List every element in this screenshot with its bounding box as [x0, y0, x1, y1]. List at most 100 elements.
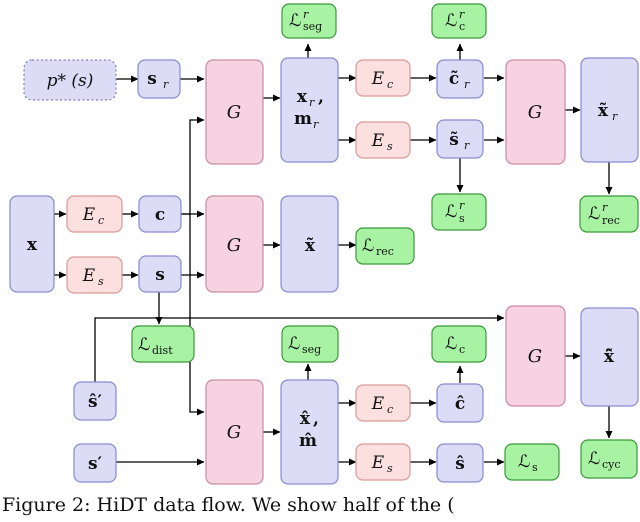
- xr-comma: ,: [318, 87, 324, 107]
- s-hat-label: ŝ: [455, 454, 465, 474]
- generator-mid-label: G: [227, 235, 241, 256]
- loss-c-r-sup: r: [459, 8, 465, 21]
- ec-bottom-sub: c: [387, 403, 393, 416]
- c-tilde-r-label: c̃: [449, 69, 459, 89]
- loss-c-sub: c: [459, 343, 465, 356]
- generator-bottom-label: G: [227, 422, 241, 443]
- generator-top-label: G: [227, 102, 241, 123]
- loss-dist-L: ℒ: [138, 335, 150, 355]
- mr-sub: r: [313, 118, 319, 131]
- input-x-node: x: [9, 195, 55, 293]
- generator-top-node: G: [205, 59, 264, 165]
- x-tilde-hat-label: x̂̃: [604, 347, 615, 367]
- c-tilde-r-sub: r: [464, 78, 470, 91]
- ec-top-sub: c: [387, 78, 393, 91]
- loss-seg-r-sub: seg: [303, 20, 322, 33]
- loss-cyc-L: ℒ: [588, 449, 600, 469]
- x-tilde-r-sub: r: [612, 110, 618, 123]
- loss-rec-r-node: ℒ r rec: [579, 195, 639, 233]
- s-r-node: s r: [137, 59, 181, 99]
- loss-seg-r-L: ℒ: [289, 11, 301, 31]
- ec-top-label: E: [371, 69, 385, 89]
- loss-rec-r-sup: r: [602, 201, 608, 214]
- prior-label: p* (s): [47, 71, 94, 91]
- x-tilde-hat-node: x̂̃: [580, 307, 639, 407]
- x-hat-comma: ,: [313, 409, 319, 429]
- content-encoder-top-node: E c: [355, 59, 411, 97]
- hidt-data-flow-diagram: p* (s) s r G x r , m r E c E s c̃ r: [9, 3, 639, 485]
- content-c-node: c: [138, 195, 182, 233]
- input-x-label: x: [27, 235, 38, 255]
- loss-rec-L: ℒ: [362, 236, 374, 256]
- es-mid-sub: s: [98, 275, 104, 288]
- s-tilde-r-sub: r: [464, 139, 470, 152]
- s-r-label: s: [147, 69, 157, 89]
- s-r-sub: r: [163, 78, 169, 91]
- loss-s-L: ℒ: [518, 452, 530, 472]
- loss-seg-r-sup: r: [303, 8, 309, 21]
- c-hat-label: ĉ: [455, 394, 465, 414]
- m-hat-label: m̂: [299, 431, 317, 451]
- content-encoder-mid-node: E c: [66, 195, 123, 233]
- loss-c-r-sub: c: [459, 20, 465, 33]
- loss-cyc-node: ℒ cyc: [580, 439, 638, 479]
- x-hat-label: x̂: [300, 409, 311, 429]
- content-encoder-bottom-node: E c: [355, 384, 411, 422]
- s-hat-prime-label: ŝ′: [88, 392, 103, 412]
- style-s-node: s: [138, 255, 182, 293]
- generator-mid-node: G: [205, 195, 264, 293]
- loss-seg-node: ℒ seg: [281, 325, 339, 363]
- prior-node: p* (s): [23, 59, 117, 101]
- ec-mid-label: E: [82, 205, 96, 225]
- loss-c-node: ℒ c: [431, 325, 487, 363]
- s-hat-prime-node: ŝ′: [73, 381, 117, 421]
- es-bottom-label: E: [371, 453, 385, 473]
- loss-cyc-sub: cyc: [602, 458, 621, 471]
- loss-rec-r-L: ℒ: [588, 204, 600, 224]
- x-hat-m-hat-node: x̂ , m̂: [280, 379, 339, 485]
- loss-c-r-node: ℒ r c: [431, 3, 487, 39]
- loss-seg-r-node: ℒ r seg: [281, 3, 337, 39]
- es-top-label: E: [371, 131, 385, 151]
- loss-rec-node: ℒ rec: [355, 227, 415, 265]
- style-encoder-top-node: E s: [355, 121, 411, 159]
- loss-c-r-L: ℒ: [445, 11, 457, 31]
- s-hat-node: ŝ: [436, 443, 484, 483]
- figure-caption: Figure 2: HiDT data flow. We show half o…: [2, 494, 455, 516]
- es-mid-label: E: [82, 266, 96, 286]
- c-tilde-r-node: c̃ r: [436, 59, 484, 99]
- ec-mid-sub: c: [98, 214, 104, 227]
- xr-label: x: [297, 87, 308, 107]
- loss-seg-sub: seg: [302, 343, 321, 356]
- es-top-sub: s: [387, 140, 393, 153]
- generator-bottom-right-label: G: [528, 346, 542, 367]
- style-encoder-mid-node: E s: [66, 256, 123, 294]
- generator-bottom-right-node: G: [505, 305, 566, 407]
- x-tilde-r-label: x̃: [598, 101, 609, 121]
- ec-bottom-label: E: [371, 394, 385, 414]
- loss-s-r-L: ℒ: [445, 202, 457, 222]
- loss-dist-node: ℒ dist: [131, 325, 195, 363]
- loss-rec-r-sub: rec: [602, 214, 620, 227]
- loss-s-r-sub: s: [459, 212, 465, 225]
- generator-top-right-node: G: [505, 59, 566, 165]
- es-bottom-sub: s: [387, 462, 393, 475]
- loss-s-sub: s: [532, 461, 538, 474]
- content-c-label: c: [155, 205, 165, 225]
- generator-top-right-label: G: [528, 102, 542, 123]
- s-prime-label: s′: [88, 454, 103, 474]
- loss-seg-L: ℒ: [288, 334, 300, 354]
- x-tilde-r-node: x̃ r: [580, 57, 639, 163]
- xr-sub: r: [309, 96, 315, 109]
- s-tilde-r-node: s̃ r: [436, 119, 484, 159]
- style-s-label: s: [155, 265, 165, 285]
- loss-s-r-node: ℒ r s: [431, 193, 487, 231]
- c-hat-node: ĉ: [436, 383, 484, 423]
- loss-s-node: ℒ s: [504, 443, 560, 481]
- x-tilde-node: x̃: [280, 195, 339, 293]
- s-tilde-r-label: s̃: [449, 130, 459, 150]
- loss-rec-sub: rec: [376, 245, 394, 258]
- mr-label: m: [294, 109, 312, 129]
- style-encoder-bottom-node: E s: [355, 443, 411, 481]
- connectors: [53, 43, 613, 466]
